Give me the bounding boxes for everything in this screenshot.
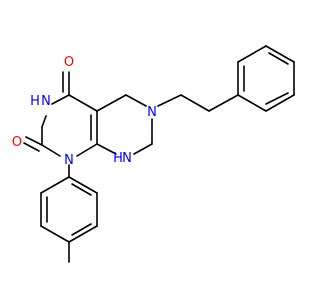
bond-c4-c4a <box>68 94 98 112</box>
bond-c4a-c5 <box>96 94 127 112</box>
n6-nitrogen-label: N <box>147 105 157 120</box>
bond-c7-n8 <box>133 143 153 155</box>
bond-tol-3 <box>68 225 98 243</box>
bond-ph-6 <box>237 94 267 112</box>
bond-ph-2 <box>237 45 267 63</box>
bond-n8-c8a <box>96 143 117 155</box>
bond-c2-o-left-double <box>23 142 40 152</box>
bond-tol-6 <box>40 176 70 194</box>
n8-hydrogen-label: H <box>113 151 123 166</box>
bond-c2-o-left <box>25 136 43 146</box>
bond-n1-c8a <box>76 143 98 157</box>
molecule-structure-diagram: O O H N N N H N <box>12 45 295 263</box>
n8-nitrogen-label: N <box>122 151 132 166</box>
bond-c4-n3 <box>51 94 70 105</box>
bond-ph-3 <box>265 45 295 63</box>
bond-n6-ch2 <box>157 94 182 107</box>
bond-tol-d1 <box>71 183 92 196</box>
bond-ch2-ph <box>208 94 239 112</box>
bond-ph-d2 <box>268 52 289 65</box>
oxygen-top-label: O <box>64 55 74 70</box>
n1-nitrogen-label: N <box>64 153 74 168</box>
bond-n3-c2 <box>41 115 47 128</box>
bond-ph-5 <box>265 94 295 112</box>
oxygen-left-label: O <box>12 135 22 150</box>
bond-ch2-ch2 <box>180 94 210 112</box>
bond-c5-n6 <box>125 94 147 107</box>
bond-c2-n1 <box>41 144 61 157</box>
n3-nitrogen-label: N <box>41 94 51 109</box>
bond-tol-1 <box>68 176 98 194</box>
bond-ph-d3 <box>265 92 289 105</box>
bond-tol-d2 <box>71 223 92 236</box>
bond-tol-4 <box>40 225 70 243</box>
n3-hydrogen-label: H <box>30 94 40 109</box>
